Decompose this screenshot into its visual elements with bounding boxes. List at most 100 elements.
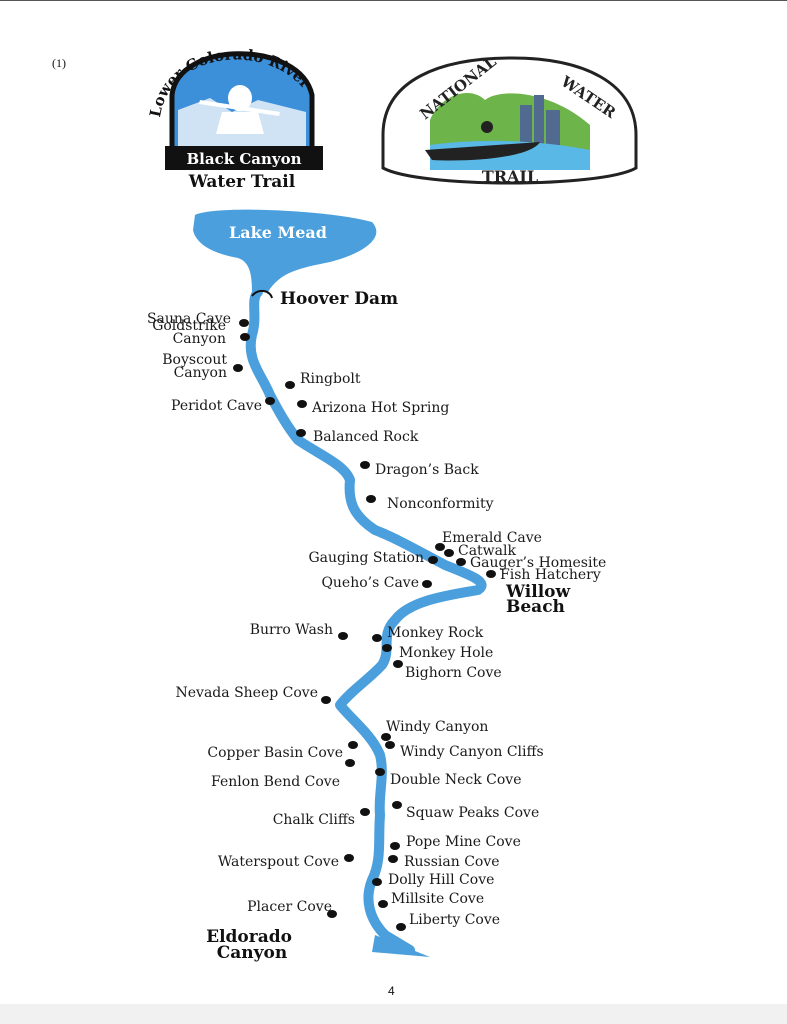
site-right-3-label: Dragon’s Back — [375, 462, 479, 478]
site-right-7-label: Gauger’s Homesite — [470, 555, 606, 571]
site-right-8-label-line-0: Fish Hatchery — [500, 567, 601, 583]
site-right-0-label: Ringbolt — [300, 371, 361, 387]
site-right-16-label: Pope Mine Cove — [406, 834, 521, 850]
site-left-11-label: Waterspout Cove — [218, 854, 339, 870]
site-right-13-label: Windy Canyon Cliffs — [400, 744, 544, 760]
hoover-dam-label: Hoover Dam — [280, 289, 398, 309]
site-right-7-label-line-0: Gauger’s Homesite — [470, 555, 606, 571]
site-right-14-label-line-0: Double Neck Cove — [390, 772, 522, 788]
site-right-2-label-line-0: Balanced Rock — [313, 429, 419, 445]
site-right-17-label: Russian Cove — [404, 854, 500, 870]
site-left-7-label-line-0: Nevada Sheep Cove — [176, 685, 318, 701]
site-right-1-point — [297, 400, 307, 408]
site-left-9-point — [345, 759, 355, 767]
ntw-skyline-icon — [520, 95, 560, 145]
black-canyon-logo: Lower Colorado River Black Canyon Water … — [146, 45, 323, 192]
lake-mead-label: Lake Mead — [229, 223, 327, 242]
hoover-dam-icon — [251, 290, 273, 299]
site-left-11-point — [344, 854, 354, 862]
site-right-8-label: Fish Hatchery — [500, 567, 601, 583]
site-right-12-label-line-0: Windy Canyon — [386, 719, 488, 735]
logo-banner-text: Black Canyon — [186, 150, 301, 168]
site-right-14-point — [375, 768, 385, 776]
site-right-20-label-line-0: Liberty Cove — [409, 912, 500, 928]
eldorado-canyon-label: Eldorado Canyon — [206, 927, 298, 963]
site-left-0-label: Sauna Cave — [147, 311, 231, 327]
site-left-2-label-line-1: Canyon — [174, 365, 227, 381]
eldorado-line-1: Eldorado — [206, 927, 292, 947]
site-right-1-label-line-0: Arizona Hot Spring — [311, 400, 449, 416]
site-left-6-point — [338, 632, 348, 640]
ntw-text-trail: TRAIL — [482, 167, 538, 186]
paddler-icon — [481, 121, 493, 133]
lake-mead-water — [193, 209, 377, 292]
site-left-10-label-line-0: Chalk Cliffs — [273, 812, 355, 828]
willow-beach-label: Willow Beach — [505, 582, 576, 617]
site-left-9-label: Fenlon Bend Cove — [211, 774, 340, 790]
site-right-17-point — [388, 855, 398, 863]
site-left-12-label: Placer Cove — [247, 899, 332, 915]
site-right-1-label: Arizona Hot Spring — [311, 400, 449, 416]
site-left-3-point — [265, 397, 275, 405]
site-right-19-label-line-0: Millsite Cove — [391, 891, 484, 907]
site-right-9-label-line-0: Monkey Rock — [387, 625, 484, 641]
page-bottom-shade — [0, 1004, 787, 1024]
site-left-3-label: Peridot Cave — [171, 398, 262, 414]
site-right-14-label: Double Neck Cove — [390, 772, 522, 788]
site-right-6-label: Catwalk — [458, 543, 516, 559]
site-right-15-label: Squaw Peaks Cove — [406, 805, 539, 821]
site-right-0-label-line-0: Ringbolt — [300, 371, 361, 387]
site-right-15-label-line-0: Squaw Peaks Cove — [406, 805, 539, 821]
site-right-13-point — [385, 741, 395, 749]
site-right-13-label-line-0: Windy Canyon Cliffs — [400, 744, 544, 760]
site-left-5-label: Queho’s Cave — [321, 575, 419, 591]
site-left-1-point — [240, 333, 250, 341]
site-right-16-label-line-0: Pope Mine Cove — [406, 834, 521, 850]
site-left-6-label-line-0: Burro Wash — [250, 622, 333, 638]
site-right-16-point — [390, 842, 400, 850]
site-right-17-label-line-0: Russian Cove — [404, 854, 500, 870]
site-right-3-label-line-0: Dragon’s Back — [375, 462, 479, 478]
site-right-11-label-line-0: Bighorn Cove — [405, 665, 502, 681]
figure-number: (1) — [52, 56, 66, 70]
site-left-4-point — [428, 556, 438, 564]
site-right-19-point — [378, 900, 388, 908]
site-right-20-label: Liberty Cove — [409, 912, 500, 928]
eldorado-line-2: Canyon — [217, 943, 287, 963]
site-right-11-point — [393, 660, 403, 668]
site-right-4-point — [366, 495, 376, 503]
site-right-18-label: Dolly Hill Cove — [388, 872, 494, 888]
site-left-1-label-line-1: Canyon — [173, 331, 226, 347]
site-left-12-label-line-0: Placer Cove — [247, 899, 332, 915]
site-left-5-label-line-0: Queho’s Cave — [321, 575, 419, 591]
site-right-20-point — [396, 923, 406, 931]
site-left-12-point — [327, 910, 337, 918]
site-left-7-point — [321, 696, 331, 704]
site-left-8-point — [348, 741, 358, 749]
kayaker-icon — [199, 85, 280, 134]
site-right-12-point — [381, 733, 391, 741]
site-right-15-point — [392, 801, 402, 809]
page-number: 4 — [388, 984, 395, 998]
site-left-8-label-line-0: Copper Basin Cove — [207, 745, 343, 761]
site-right-18-point — [372, 878, 382, 886]
site-left-5-point — [422, 580, 432, 588]
site-right-12-label: Windy Canyon — [386, 719, 488, 735]
site-right-4-label: Nonconformity — [387, 496, 494, 512]
site-left-0-label-line-0: Sauna Cave — [147, 311, 231, 327]
national-water-trail-logo: NATIONAL WATER TRAIL — [381, 52, 638, 186]
site-left-10-label: Chalk Cliffs — [273, 812, 355, 828]
page-top-rule — [0, 0, 787, 1]
site-right-10-label-line-0: Monkey Hole — [399, 645, 493, 661]
site-right-6-label-line-0: Catwalk — [458, 543, 516, 559]
site-right-7-point — [456, 558, 466, 566]
site-right-10-label: Monkey Hole — [399, 645, 493, 661]
site-left-8-label: Copper Basin Cove — [207, 745, 343, 761]
site-right-18-label-line-0: Dolly Hill Cove — [388, 872, 494, 888]
site-left-3-label-line-0: Peridot Cave — [171, 398, 262, 414]
site-left-10-point — [360, 808, 370, 816]
site-left-6-label: Burro Wash — [250, 622, 333, 638]
